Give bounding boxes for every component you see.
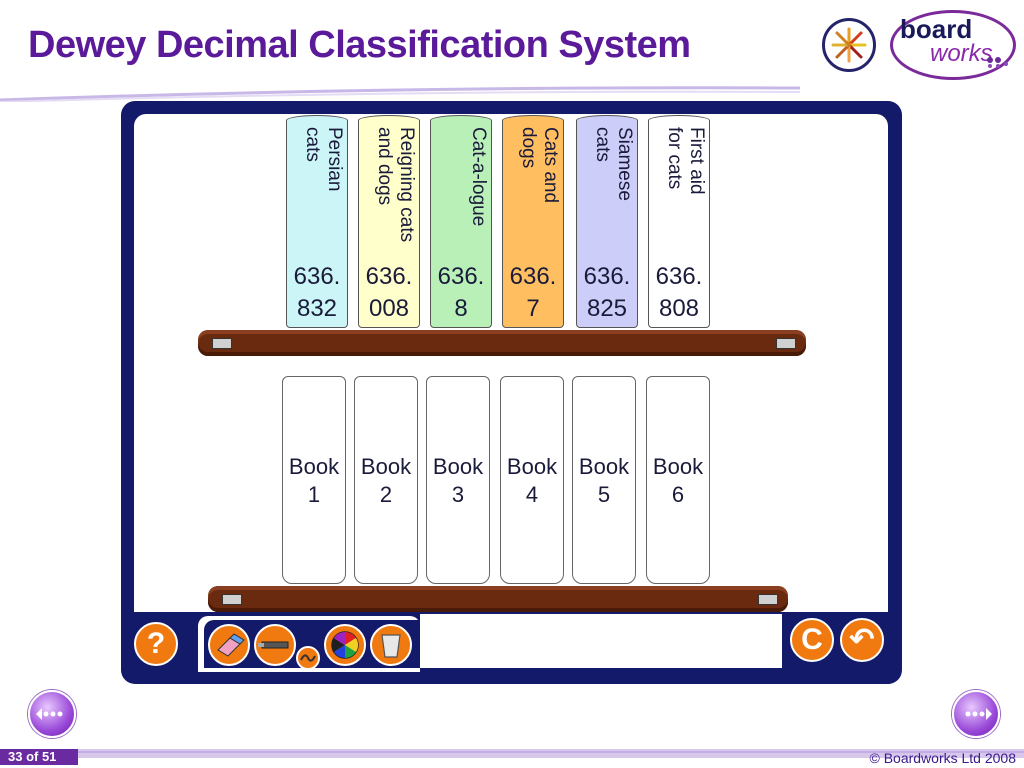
- book-top: [358, 115, 420, 126]
- shelf-bracket-right: [776, 338, 796, 349]
- book-top: [576, 115, 638, 126]
- slide-title: Dewey Decimal Classification System: [28, 24, 691, 66]
- boardworks-wheel-logo-icon: [822, 18, 876, 72]
- eraser-tool-button[interactable]: [208, 624, 250, 666]
- book-top: [648, 115, 710, 126]
- previous-slide-button[interactable]: [28, 690, 76, 738]
- slot-label: Book 5: [578, 454, 630, 507]
- undo-button[interactable]: ↶: [840, 618, 884, 662]
- line-width-button[interactable]: [296, 646, 320, 670]
- shelf-bracket-left: [212, 338, 232, 349]
- squiggle-icon: [300, 654, 316, 662]
- arrow-left-icon: [36, 708, 63, 720]
- page-counter: 33 of 51: [8, 749, 57, 764]
- pen-icon: [258, 641, 289, 649]
- next-slide-button[interactable]: [952, 690, 1000, 738]
- book-call-number: 636. 7: [509, 263, 557, 322]
- shelf-bracket-right: [758, 594, 778, 605]
- book-top: [286, 115, 348, 126]
- message-area: [420, 614, 782, 668]
- copyright-text: © Boardworks Ltd 2008: [869, 750, 1016, 766]
- eraser-icon: [217, 633, 245, 657]
- slot-label: Book 3: [432, 454, 484, 507]
- book-top: [502, 115, 564, 126]
- book-call-number: 636. 8: [437, 263, 485, 322]
- trash-button[interactable]: [370, 624, 412, 666]
- pen-tool-button[interactable]: [254, 624, 296, 666]
- book-call-number: 636. 008: [365, 263, 413, 322]
- slot-label: Book 2: [360, 454, 412, 507]
- help-button[interactable]: ?: [134, 622, 178, 666]
- footer-band: [0, 746, 1024, 768]
- title-underline: [0, 86, 800, 102]
- shelf-bracket-left: [222, 594, 242, 605]
- upper-shelf: [198, 330, 806, 356]
- book-drop-slot[interactable]: Book 1: [282, 376, 346, 584]
- book-drop-slot[interactable]: Book 4: [500, 376, 564, 584]
- book-drop-slot[interactable]: Book 3: [426, 376, 490, 584]
- book-drop-slot[interactable]: Book 5: [572, 376, 636, 584]
- book-drop-slot[interactable]: Book 6: [646, 376, 710, 584]
- book-drop-slot[interactable]: Book 2: [354, 376, 418, 584]
- arrow-right-icon: [965, 708, 992, 720]
- logo-works-text: works: [930, 40, 993, 67]
- book-call-number: 636. 808: [655, 263, 703, 322]
- book-top: [430, 115, 492, 126]
- logo-dots-icon: [987, 57, 1008, 68]
- logo-board-text: board: [900, 14, 973, 44]
- color-wheel-icon: [331, 631, 359, 659]
- slot-label: Book 4: [506, 454, 558, 507]
- book-call-number: 636. 832: [293, 263, 341, 322]
- book-call-number: 636. 825: [583, 263, 631, 322]
- slot-label: Book 1: [288, 454, 340, 507]
- bin-icon: [381, 634, 401, 658]
- color-picker-button[interactable]: [324, 624, 366, 666]
- boardworks-logo: [890, 10, 1016, 80]
- lower-shelf: [208, 586, 788, 612]
- reset-button[interactable]: C: [790, 618, 834, 662]
- slot-label: Book 6: [652, 454, 704, 507]
